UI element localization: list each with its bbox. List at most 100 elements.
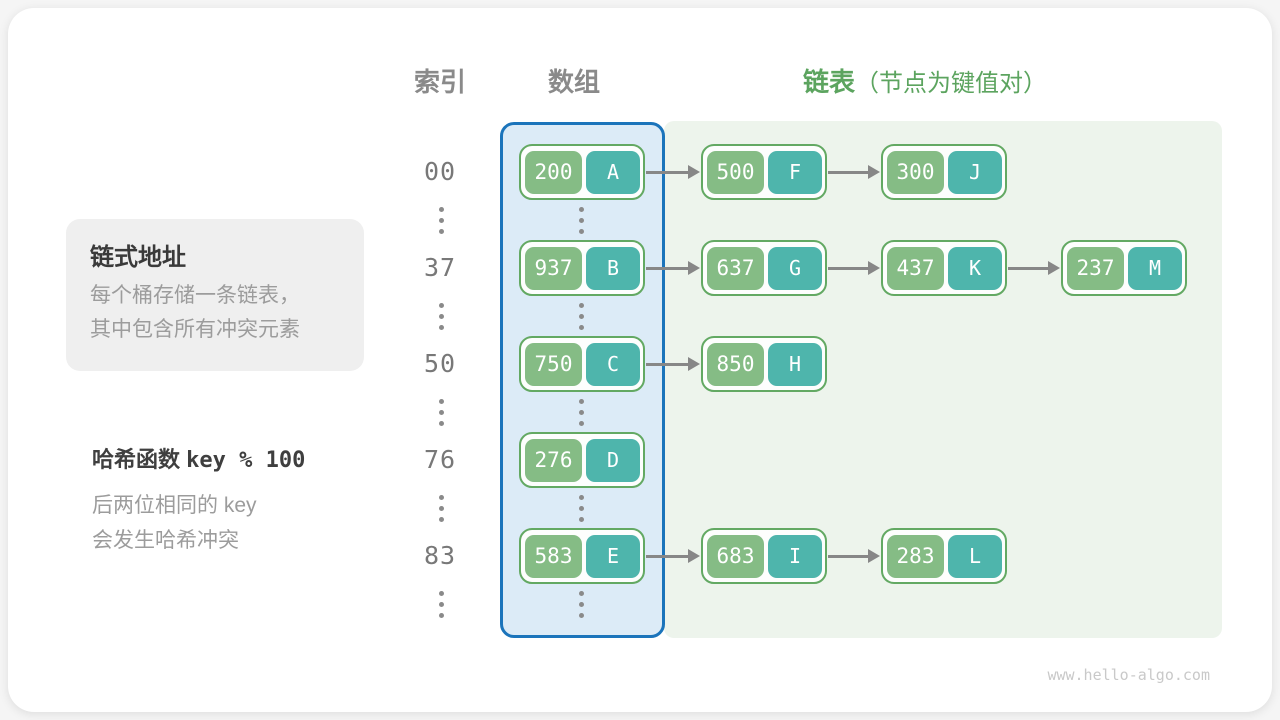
arrow-shaft xyxy=(828,554,870,558)
bucket-index-label: 50 xyxy=(423,349,457,378)
next-pointer-arrow xyxy=(646,357,700,371)
diagram-card: 索引 数组 链表（节点为键值对） 链式地址 每个桶存储一条链表， 其中包含所有冲… xyxy=(8,8,1272,712)
array-ellipsis xyxy=(578,207,584,234)
node-key: 500 xyxy=(707,150,764,194)
chaining-info-line2: 其中包含所有冲突元素 xyxy=(90,318,300,341)
node-key: 200 xyxy=(525,150,582,194)
node-key: 637 xyxy=(707,246,764,290)
hash-function-line1: 后两位相同的 key xyxy=(92,494,257,517)
next-pointer-arrow xyxy=(828,261,880,275)
index-ellipsis xyxy=(438,591,444,618)
node-value: B xyxy=(586,246,640,290)
node-value: D xyxy=(586,438,640,482)
node-key: 750 xyxy=(525,342,582,386)
array-ellipsis xyxy=(578,591,584,618)
node-key: 276 xyxy=(525,438,582,482)
ellipsis-dot xyxy=(578,591,584,596)
ellipsis-dot xyxy=(578,410,584,415)
node-value: I xyxy=(768,534,822,578)
arrow-shaft xyxy=(1008,266,1050,270)
arrow-shaft xyxy=(646,170,690,174)
watermark: www.hello-algo.com xyxy=(1047,666,1210,684)
hash-function-line2: 会发生哈希冲突 xyxy=(92,529,239,552)
chaining-info-title: 链式地址 xyxy=(90,244,186,271)
ellipsis-dot xyxy=(438,303,444,308)
linked-list-header-label: 链表 xyxy=(803,67,856,97)
linked-list-column-header: 链表（节点为键值对） xyxy=(803,62,1233,99)
array-ellipsis xyxy=(578,399,584,426)
arrow-shaft xyxy=(828,170,870,174)
hash-function-title-code: key % 100 xyxy=(186,448,306,473)
ellipsis-dot xyxy=(578,207,584,212)
ellipsis-dot xyxy=(438,421,444,426)
array-column-header: 数组 xyxy=(547,67,600,97)
arrow-head xyxy=(1048,261,1060,275)
node-value: L xyxy=(948,534,1002,578)
ellipsis-dot xyxy=(578,613,584,618)
ellipsis-dot xyxy=(578,495,584,500)
linked-list-header-note: （节点为键值对） xyxy=(855,70,1048,97)
ellipsis-dot xyxy=(438,314,444,319)
bucket-index-label: 37 xyxy=(423,253,457,282)
chaining-info-box: 链式地址 每个桶存储一条链表， 其中包含所有冲突元素 xyxy=(66,219,364,371)
ellipsis-dot xyxy=(438,506,444,511)
arrow-shaft xyxy=(646,266,690,270)
arrow-head xyxy=(868,549,880,563)
node-key: 283 xyxy=(887,534,944,578)
index-ellipsis xyxy=(438,207,444,234)
next-pointer-arrow xyxy=(828,165,880,179)
ellipsis-dot xyxy=(578,399,584,404)
node-key: 300 xyxy=(887,150,944,194)
ellipsis-dot xyxy=(438,517,444,522)
ellipsis-dot xyxy=(578,229,584,234)
node-value: A xyxy=(586,150,640,194)
ellipsis-dot xyxy=(438,602,444,607)
ellipsis-dot xyxy=(438,410,444,415)
ellipsis-dot xyxy=(578,421,584,426)
index-ellipsis xyxy=(438,303,444,330)
node-key: 683 xyxy=(707,534,764,578)
ellipsis-dot xyxy=(438,229,444,234)
node-value: E xyxy=(586,534,640,578)
index-ellipsis xyxy=(438,399,444,426)
node-value: C xyxy=(586,342,640,386)
node-value: J xyxy=(948,150,1002,194)
chaining-info-line1: 每个桶存储一条链表， xyxy=(90,284,300,307)
node-key: 937 xyxy=(525,246,582,290)
ellipsis-dot xyxy=(438,591,444,596)
bucket-index-label: 76 xyxy=(423,445,457,474)
node-value: G xyxy=(768,246,822,290)
next-pointer-arrow xyxy=(828,549,880,563)
node-key: 237 xyxy=(1067,246,1124,290)
hash-function-title: 哈希函数 key % 100 xyxy=(92,442,305,474)
node-value: M xyxy=(1128,246,1182,290)
ellipsis-dot xyxy=(438,399,444,404)
ellipsis-dot xyxy=(578,517,584,522)
arrow-head xyxy=(688,165,700,179)
arrow-head xyxy=(688,261,700,275)
node-value: H xyxy=(768,342,822,386)
next-pointer-arrow xyxy=(646,549,700,563)
node-key: 437 xyxy=(887,246,944,290)
ellipsis-dot xyxy=(578,218,584,223)
next-pointer-arrow xyxy=(646,165,700,179)
node-value: F xyxy=(768,150,822,194)
array-ellipsis xyxy=(578,303,584,330)
hash-function-body: 后两位相同的 key 会发生哈希冲突 xyxy=(92,488,305,558)
bucket-index-label: 00 xyxy=(423,157,457,186)
hash-function-title-text: 哈希函数 xyxy=(92,447,181,472)
next-pointer-arrow xyxy=(1008,261,1060,275)
hash-function-note: 哈希函数 key % 100 后两位相同的 key 会发生哈希冲突 xyxy=(92,442,305,558)
ellipsis-dot xyxy=(578,314,584,319)
